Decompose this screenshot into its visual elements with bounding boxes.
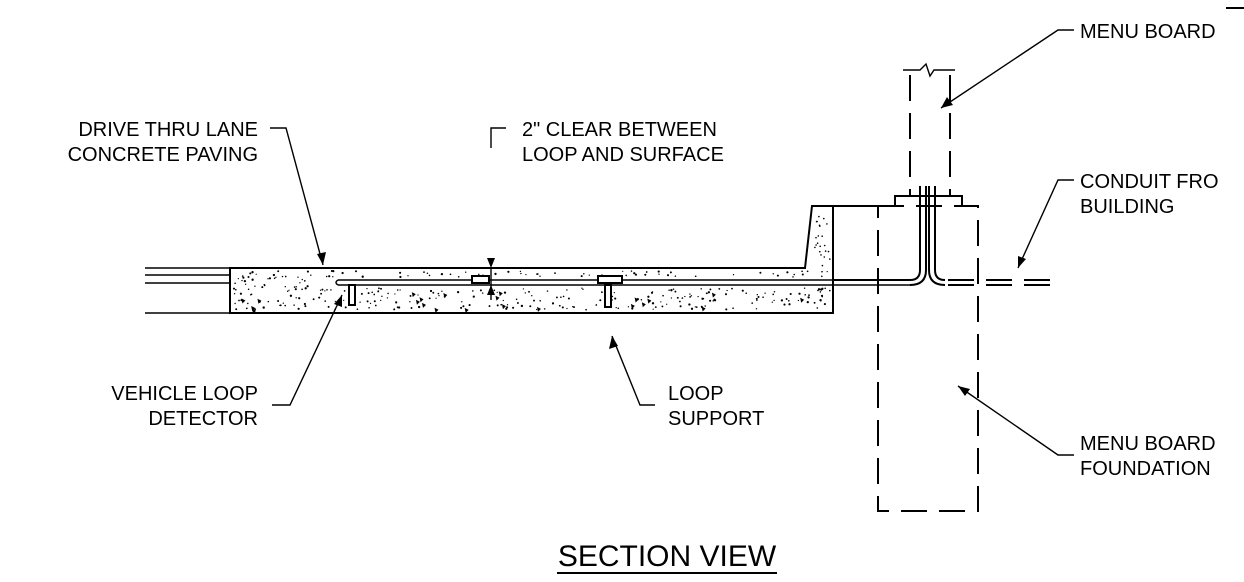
leader-lines: [270, 29, 1074, 456]
clear-dimension-arrow: [487, 258, 495, 300]
menu-board-foundation: [877, 205, 979, 512]
vehicle-loop-wire: [335, 279, 910, 286]
conduit-label-line1: CONDUIT FRO: [1080, 171, 1219, 193]
menu-board-base: [833, 195, 978, 281]
drive-thru-label-line2: CONCRETE PAVING: [68, 144, 258, 166]
section-view-title: SECTION VIEW: [558, 540, 777, 573]
conduit-bend: [909, 186, 946, 286]
loop-support-label-line1: LOOP: [668, 383, 724, 405]
loop-support: [471, 275, 623, 308]
existing-paving-lines: [145, 267, 230, 314]
loop-support-label-line2: SUPPORT: [668, 408, 764, 430]
loop-detector-label-line1: VEHICLE LOOP: [111, 383, 258, 405]
clear-label-line1: 2" CLEAR BETWEEN: [522, 119, 717, 141]
clear-label-line2: LOOP AND SURFACE: [522, 144, 724, 166]
conduit-label-line2: BUILDING: [1080, 196, 1174, 218]
loop-detector-label-line2: DETECTOR: [148, 408, 258, 430]
foundation-label-line2: FOUNDATION: [1080, 458, 1211, 480]
foundation-label-line1: MENU BOARD: [1080, 433, 1216, 455]
menu-board-post: [903, 62, 955, 196]
menu-board-label: MENU BOARD: [1080, 21, 1216, 43]
conduit-from-building: [948, 279, 1058, 286]
concrete-speckle-hatch: [232, 215, 831, 314]
vehicle-loop-detector: [348, 284, 356, 306]
drive-thru-label-line1: DRIVE THRU LANE: [78, 119, 258, 141]
